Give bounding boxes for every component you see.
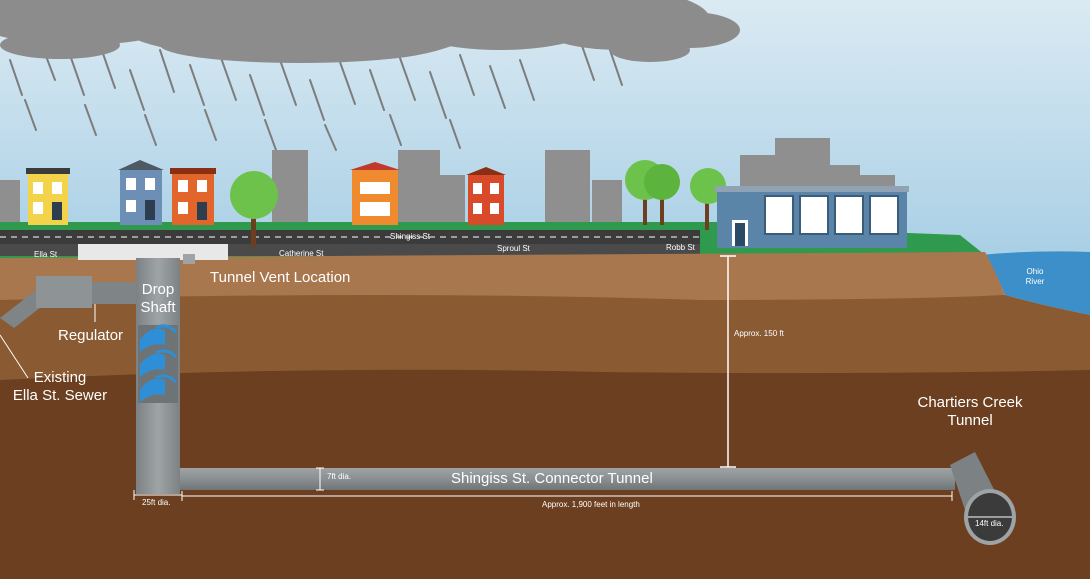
tree-2 bbox=[625, 160, 680, 225]
creek-tunnel-label: Chartiers Creek Tunnel bbox=[906, 394, 1034, 430]
regulator-connector bbox=[92, 282, 136, 304]
shaft-dia-dimension bbox=[133, 490, 182, 500]
length-dimension bbox=[181, 491, 953, 501]
street-label-robb: Robb St bbox=[666, 243, 695, 252]
house-yellow bbox=[26, 168, 70, 225]
length-label: Approx. 1,900 feet in length bbox=[542, 500, 640, 509]
connector-dia-label: 7ft dia. bbox=[327, 472, 352, 481]
river-label: Ohio River bbox=[1018, 267, 1052, 287]
connector-tunnel-label: Shingiss St. Connector Tunnel bbox=[451, 470, 653, 487]
shaft-dia-label: 25ft dia. bbox=[142, 498, 171, 507]
connector-dia-dimension bbox=[316, 467, 324, 491]
shaft-water-baffles bbox=[138, 324, 178, 403]
vent-slab bbox=[78, 244, 228, 260]
tunnel-vent-label: Tunnel Vent Location bbox=[210, 269, 351, 286]
shingiss-road bbox=[0, 230, 720, 244]
existing-sewer-label-line2: Ella St. Sewer bbox=[12, 387, 108, 404]
rain bbox=[9, 39, 623, 151]
street-label-catherine: Catherine St bbox=[279, 249, 324, 258]
depth-label: Approx. 150 ft bbox=[734, 329, 784, 338]
river-label-line1: Ohio bbox=[1026, 267, 1044, 276]
street-label-shingiss: Shingiss St bbox=[390, 232, 431, 241]
storm-cloud bbox=[0, 0, 740, 63]
tree-1 bbox=[230, 171, 278, 247]
street-label-sproul: Sproul St bbox=[497, 244, 530, 253]
creek-dia-label: 14ft dia. bbox=[975, 519, 1004, 528]
house-orange-2 bbox=[350, 162, 400, 225]
house-blue bbox=[118, 160, 164, 225]
drop-shaft-label-line1: Drop bbox=[141, 281, 175, 298]
warehouse bbox=[715, 186, 909, 248]
house-red bbox=[466, 167, 506, 225]
tunnel-vent bbox=[183, 254, 195, 264]
ohio-river bbox=[980, 251, 1090, 315]
regulator-label: Regulator bbox=[58, 327, 124, 344]
city-skyline bbox=[0, 138, 895, 225]
existing-sewer-label: Existing Ella St. Sewer bbox=[4, 369, 116, 405]
sewer-leader-line bbox=[0, 334, 29, 379]
drop-shaft-label-line2: Shaft bbox=[140, 299, 176, 316]
creek-tunnel-label-line1: Chartiers Creek bbox=[917, 394, 1023, 411]
river-label-line2: River bbox=[1025, 277, 1045, 286]
street-label-ella: Ella St bbox=[34, 250, 58, 259]
house-orange bbox=[170, 168, 216, 225]
drop-shaft-label: Drop Shaft bbox=[134, 281, 182, 317]
existing-sewer-label-line1: Existing bbox=[33, 369, 87, 386]
depth-dimension bbox=[720, 255, 736, 468]
regulator bbox=[36, 276, 92, 308]
creek-tunnel-label-line2: Tunnel bbox=[947, 412, 993, 429]
connector-tunnel-pipe bbox=[180, 468, 955, 490]
